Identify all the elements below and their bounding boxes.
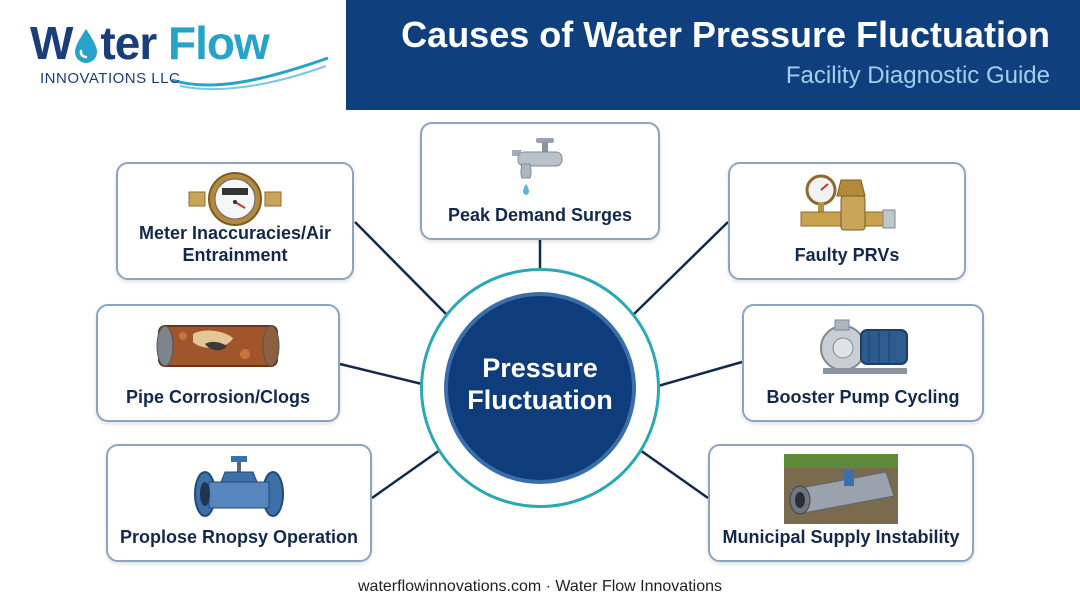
cause-card-pipe-corrosion: Pipe Corrosion/Clogs	[96, 304, 340, 422]
cause-label-pipe-corrosion: Pipe Corrosion/Clogs	[125, 387, 311, 407]
cause-label-booster-pump: Booster Pump Cycling	[766, 387, 960, 407]
page-title: Causes of Water Pressure Fluctuation	[401, 14, 1050, 55]
center-label: Pressure Fluctuation	[444, 352, 636, 416]
water-drop-icon	[75, 29, 98, 63]
gate-valve-icon	[194, 456, 284, 517]
cause-card-booster-pump: Booster Pump Cycling	[742, 304, 984, 422]
cause-label-valve-operation: Proplose Rnopsy Operation	[119, 527, 359, 547]
connector-booster	[657, 360, 743, 388]
connector-meter	[354, 221, 451, 319]
page-subtitle: Facility Diagnostic Guide	[785, 62, 1050, 89]
cause-card-peak-demand: Peak Demand Surges	[420, 122, 660, 240]
footer-text: waterflowinnovations.com · Water Flow In…	[358, 578, 722, 595]
cause-card-faulty-prvs: Faulty PRVs	[728, 162, 966, 280]
cause-label-peak-demand: Peak Demand Surges	[447, 205, 633, 225]
water-main-icon	[784, 454, 898, 524]
water-meter-icon	[188, 172, 282, 226]
connector-valve	[371, 448, 441, 500]
logo-letter-w: W	[30, 17, 73, 69]
center-circle	[444, 292, 636, 484]
pressure-reducing-valve-icon	[800, 174, 896, 231]
center-label-line1: Pressure	[482, 353, 598, 383]
connector-corrosion	[339, 362, 423, 386]
cause-card-valve-operation: Proplose Rnopsy Operation	[106, 444, 372, 562]
center-label-line2: Fluctuation	[467, 385, 613, 415]
cause-label-meter: Meter Inaccuracies/Air Entrainment	[138, 223, 332, 265]
cause-label-faulty-prvs: Faulty PRVs	[794, 245, 900, 265]
cause-card-municipal-supply: Municipal Supply Instability	[708, 444, 974, 562]
booster-pump-icon	[820, 319, 908, 374]
corroded-pipe-icon	[156, 325, 280, 367]
cause-label-municipal-supply: Municipal Supply Instability	[722, 527, 960, 547]
wave-swoosh-icon	[171, 56, 329, 91]
cause-card-meter: Meter Inaccuracies/Air Entrainment	[116, 162, 354, 280]
connector-prv	[631, 221, 729, 317]
faucet-icon	[512, 138, 563, 195]
logo-text-flow: Flow	[168, 17, 270, 69]
connector-municipal	[639, 448, 709, 500]
logo-tagline: INNOVATIONS LLC	[40, 70, 181, 87]
header-band: Causes of Water Pressure Fluctuation Fac…	[346, 0, 1080, 110]
logo-text-ter: ter	[100, 17, 157, 69]
